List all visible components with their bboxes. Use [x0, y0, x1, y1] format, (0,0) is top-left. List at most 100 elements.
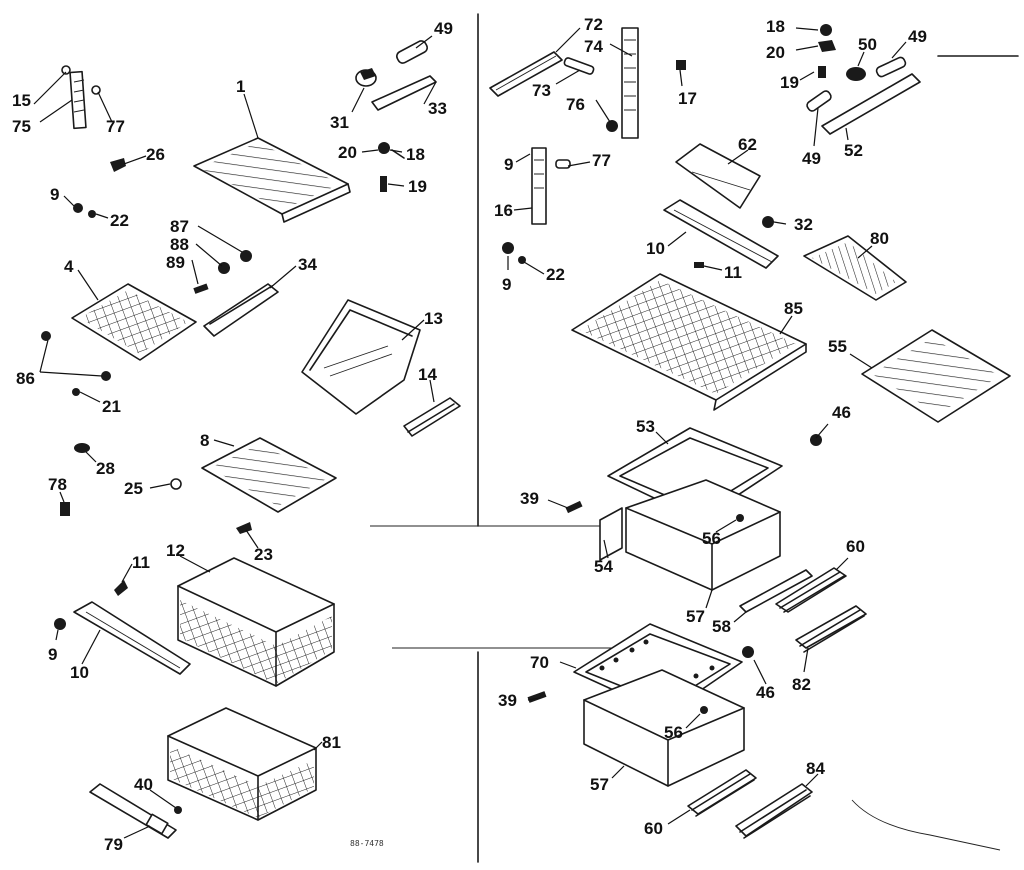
- callout-70: 70: [530, 653, 549, 672]
- bar-79-40: [89, 783, 182, 839]
- callout-49-right-top: 49: [908, 27, 927, 46]
- callout-87: 87: [170, 217, 189, 236]
- callout-50: 50: [858, 35, 877, 54]
- callout-56: 56: [702, 529, 721, 548]
- callout-89: 89: [166, 253, 185, 272]
- callout-55: 55: [828, 337, 847, 356]
- basket-81: [167, 707, 317, 821]
- callout-77-right: 77: [592, 151, 611, 170]
- callout-16: 16: [494, 201, 513, 220]
- callout-34: 34: [298, 255, 317, 274]
- pins-86: [41, 331, 111, 381]
- callout-labels: 15 75 77 26 1 49 31 33 20 18 19 9 22 87 …: [12, 15, 927, 854]
- bar-50-49-52: [806, 56, 921, 135]
- rail-72: [489, 51, 595, 97]
- callout-9: 9: [50, 185, 59, 204]
- callout-17: 17: [678, 89, 697, 108]
- screw-23: [236, 522, 252, 534]
- bar-34: [203, 283, 279, 337]
- callout-86: 86: [16, 369, 35, 388]
- callout-11-right: 11: [724, 263, 742, 282]
- callout-88: 88: [170, 235, 189, 254]
- callout-54: 54: [594, 557, 613, 576]
- drawing-code: 88-7478: [350, 839, 384, 848]
- callout-14: 14: [418, 365, 437, 384]
- callout-39: 39: [520, 489, 539, 508]
- bar-14: [403, 397, 461, 437]
- shelf-1: [193, 137, 351, 223]
- callout-56-lower: 56: [664, 723, 683, 742]
- tray-80: [803, 235, 907, 301]
- basket-12: [177, 557, 335, 687]
- rail-10-right: [663, 199, 779, 269]
- callout-78: 78: [48, 475, 67, 494]
- callout-82: 82: [792, 675, 811, 694]
- bar-82: [795, 605, 867, 653]
- bar-60-bottom: [687, 769, 757, 817]
- callout-84: 84: [806, 759, 825, 778]
- crisper-57-bottom: [527, 669, 745, 787]
- screws-9-22: [73, 203, 96, 218]
- callout-19-right: 19: [780, 73, 799, 92]
- callout-77: 77: [106, 117, 125, 136]
- callout-11: 11: [132, 553, 150, 572]
- callout-22: 22: [110, 211, 129, 230]
- support-16: [531, 147, 571, 225]
- callout-60: 60: [846, 537, 865, 556]
- shelf-85: [571, 273, 807, 411]
- callout-20: 20: [338, 143, 357, 162]
- shelf-8: [201, 437, 337, 513]
- callout-39-lower: 39: [498, 691, 517, 710]
- bars-60-58: [739, 567, 847, 613]
- callout-33: 33: [428, 99, 447, 118]
- callout-22-right: 22: [546, 265, 565, 284]
- screws-87-88-89: [193, 250, 252, 294]
- clip-20-18-19: [378, 142, 405, 192]
- callout-21: 21: [102, 397, 121, 416]
- callout-53: 53: [636, 417, 655, 436]
- callout-12: 12: [166, 541, 185, 560]
- callout-23: 23: [254, 545, 273, 564]
- callout-57-lower: 57: [590, 775, 609, 794]
- callout-73: 73: [532, 81, 551, 100]
- callout-4: 4: [64, 257, 74, 276]
- bar-49-33-31: [355, 40, 437, 111]
- callout-46: 46: [832, 403, 851, 422]
- callout-10: 10: [70, 663, 89, 682]
- parts-28-25-78: [60, 443, 182, 516]
- callout-49: 49: [434, 19, 453, 38]
- callout-40: 40: [134, 775, 153, 794]
- callout-58: 58: [712, 617, 731, 636]
- callout-26: 26: [146, 145, 165, 164]
- callout-13: 13: [424, 309, 443, 328]
- callout-57: 57: [686, 607, 705, 626]
- callout-74: 74: [584, 37, 603, 56]
- callout-80: 80: [870, 229, 889, 248]
- bar-84: [735, 783, 813, 839]
- callout-79: 79: [104, 835, 123, 854]
- callout-72: 72: [584, 15, 603, 34]
- screw-26: [110, 158, 126, 172]
- callout-20-right: 20: [766, 43, 785, 62]
- rail-10-left: [54, 580, 191, 675]
- callout-31: 31: [330, 113, 349, 132]
- screw-21: [72, 388, 80, 396]
- support-74: [606, 27, 686, 139]
- callout-32: 32: [794, 215, 813, 234]
- tray-55: [861, 329, 1011, 423]
- clip-18-20-19-right: [818, 24, 836, 78]
- callout-75: 75: [12, 117, 31, 136]
- callout-1: 1: [236, 77, 245, 96]
- bin-13: [301, 299, 421, 415]
- callout-9-left-rail: 9: [48, 645, 57, 664]
- shelf-support-15-75: [61, 65, 101, 130]
- callout-60-lower: 60: [644, 819, 663, 838]
- callout-85: 85: [784, 299, 803, 318]
- callout-9-right-screw: 9: [502, 275, 511, 294]
- shelf-4: [71, 283, 197, 361]
- callout-9-support: 9: [504, 155, 513, 174]
- callout-62: 62: [738, 135, 757, 154]
- callout-8: 8: [200, 431, 209, 450]
